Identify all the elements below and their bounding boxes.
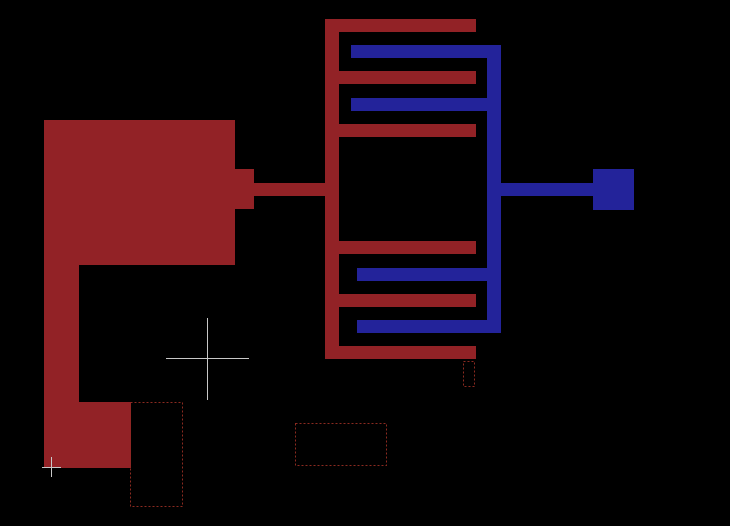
origin-marker-icon	[42, 457, 61, 477]
red-large-pad[interactable]	[44, 120, 235, 265]
red-bottom-pad[interactable]	[44, 402, 131, 468]
blue-finger-2[interactable]	[351, 98, 501, 111]
red-vertical-strip[interactable]	[44, 265, 79, 405]
blue-feed-line[interactable]	[501, 183, 594, 196]
dashed-box-bottom-left	[130, 402, 183, 507]
blue-terminal-pad[interactable]	[593, 169, 634, 210]
blue-finger-1[interactable]	[351, 45, 501, 58]
blue-finger-3[interactable]	[357, 268, 501, 281]
red-pad-tab[interactable]	[235, 169, 254, 209]
blue-finger-4[interactable]	[357, 320, 501, 333]
red-comb-spine[interactable]	[325, 19, 339, 359]
dashed-box-bottom-center	[295, 423, 387, 466]
red-finger-1[interactable]	[325, 19, 476, 32]
red-finger-6[interactable]	[325, 346, 476, 359]
red-layer[interactable]	[44, 19, 476, 468]
red-finger-2[interactable]	[339, 71, 476, 84]
red-feed-line[interactable]	[254, 183, 326, 196]
red-finger-3[interactable]	[339, 124, 476, 137]
dashed-box-small	[463, 361, 475, 387]
crosshair-cursor-icon	[166, 318, 249, 400]
dashed-outline-boxes	[130, 361, 475, 507]
blue-layer[interactable]	[351, 45, 634, 333]
blue-comb-spine[interactable]	[487, 45, 501, 333]
red-finger-5[interactable]	[339, 294, 476, 307]
red-finger-4[interactable]	[339, 241, 476, 254]
